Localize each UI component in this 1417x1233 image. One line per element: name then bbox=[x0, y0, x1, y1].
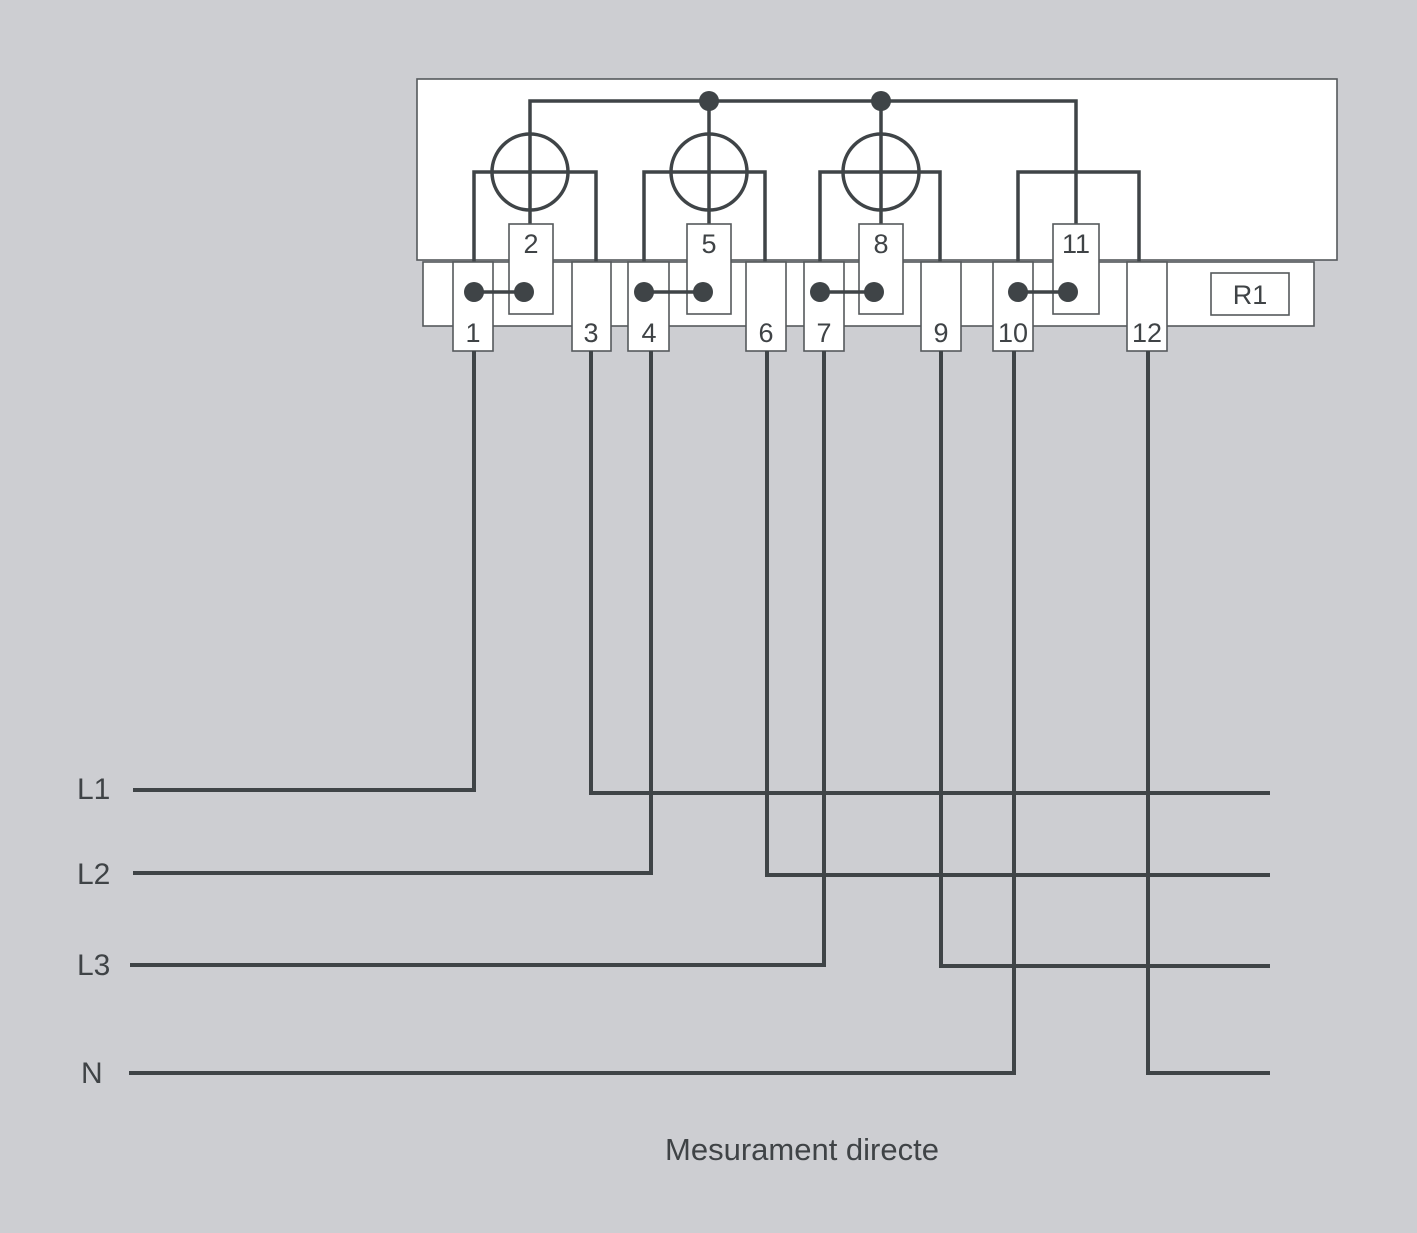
terminal-3 bbox=[571, 261, 612, 352]
wire-L1-out bbox=[589, 351, 1270, 795]
wire-L2-out bbox=[765, 351, 1270, 877]
line-label-L3: L3 bbox=[77, 949, 110, 982]
wire-L3-in bbox=[130, 351, 826, 967]
wire-L1-in bbox=[133, 351, 476, 792]
terminal-links bbox=[464, 282, 1078, 302]
terminal-label-6: 6 bbox=[758, 318, 773, 348]
terminal-numbers: 1 2 3 4 5 6 7 8 9 10 11 12 bbox=[465, 229, 1162, 348]
terminal-label-1: 1 bbox=[465, 318, 480, 348]
relay-box bbox=[1210, 272, 1290, 316]
current-coil-1-icon bbox=[490, 132, 570, 212]
terminal-label-9: 9 bbox=[933, 318, 948, 348]
line-label-L2: L2 bbox=[77, 858, 110, 891]
line-label-L1: L1 bbox=[77, 773, 110, 806]
external-wiring bbox=[129, 351, 1270, 1075]
terminal-label-3: 3 bbox=[583, 318, 598, 348]
terminal-label-4: 4 bbox=[641, 318, 656, 348]
current-coil-3-icon bbox=[841, 132, 921, 212]
wire-N-out bbox=[1146, 351, 1270, 1075]
internal-wiring bbox=[472, 91, 1141, 262]
terminal-10 bbox=[992, 261, 1034, 352]
terminal-label-2: 2 bbox=[523, 229, 538, 259]
terminal-label-12: 12 bbox=[1132, 318, 1162, 348]
terminal-label-7: 7 bbox=[816, 318, 831, 348]
terminal-12 bbox=[1126, 261, 1168, 352]
terminal-label-11: 11 bbox=[1062, 229, 1090, 259]
terminal-7 bbox=[803, 261, 845, 352]
terminal-label-5: 5 bbox=[701, 229, 716, 259]
line-label-N: N bbox=[81, 1057, 103, 1090]
terminal-11 bbox=[1052, 223, 1100, 315]
line-terminals bbox=[452, 261, 1168, 352]
diagram-caption: Mesurament directe bbox=[665, 1132, 939, 1167]
relay-label: R1 bbox=[1233, 280, 1268, 310]
terminal-label-10: 10 bbox=[998, 318, 1028, 348]
wire-N-in bbox=[129, 351, 1016, 1075]
terminal-4 bbox=[627, 261, 670, 352]
wire-L2-in bbox=[133, 351, 653, 875]
terminal-9 bbox=[920, 261, 962, 352]
wire-L3-out bbox=[939, 351, 1270, 968]
current-coil-2-icon bbox=[669, 132, 749, 212]
terminal-label-8: 8 bbox=[873, 229, 888, 259]
line-labels: L1 L2 L3 N bbox=[77, 773, 110, 1090]
